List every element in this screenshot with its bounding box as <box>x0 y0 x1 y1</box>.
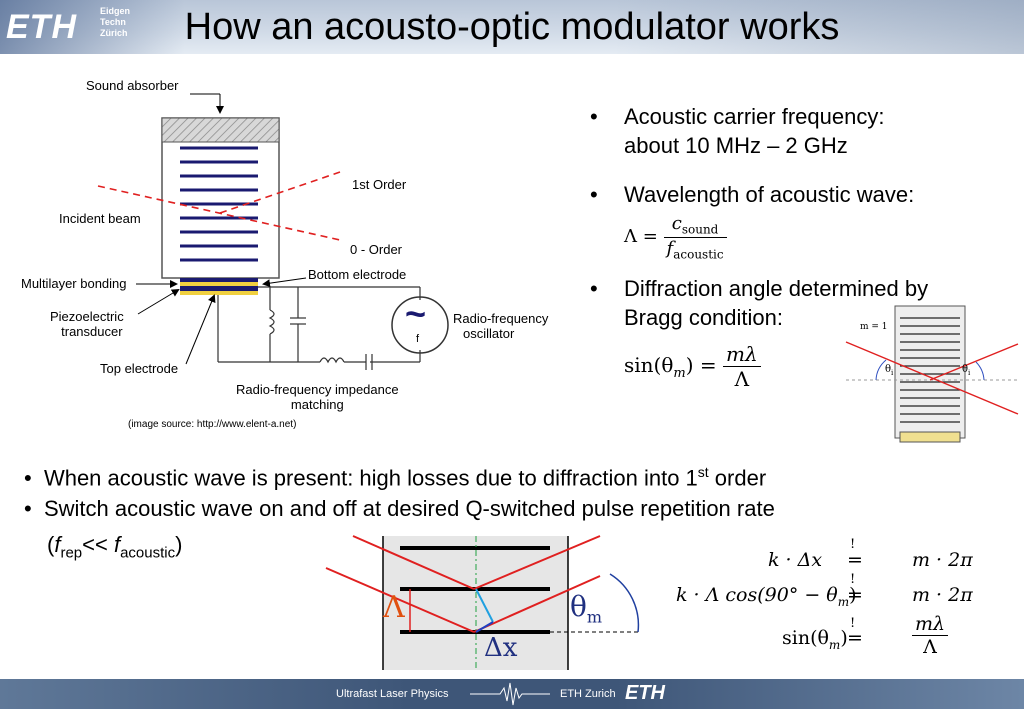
equation-2-rhs: m · 2π <box>912 584 973 606</box>
acoustic-wavefronts <box>180 146 258 262</box>
footer-eth-logo: ETH <box>625 682 665 704</box>
laser-beams <box>97 171 341 241</box>
label-top-electrode: Top electrode <box>100 361 179 376</box>
delta-x-label: Δx <box>484 633 518 663</box>
eth-logo-subtext: Eidgen Techn Zürich <box>100 6 131 38</box>
equation-sin-theta: sin(θm) <box>782 627 848 652</box>
bullet-high-losses: • When acoustic wave is present: high lo… <box>24 464 767 491</box>
theta-m-label: θm <box>570 590 603 627</box>
piezo-layer <box>180 286 258 291</box>
footer-banner: Ultrafast Laser Physics ETH Zurich ETH <box>0 679 1024 709</box>
rf-circuit <box>217 286 449 370</box>
bullet-acoustic-wavelength: • Wavelength of acoustic wave: <box>590 182 915 207</box>
equation-3-rhs: mλ Λ <box>912 613 949 658</box>
equation-acoustic-wavelength: Λ = csound facoustic <box>624 213 727 261</box>
label-sound-absorber: Sound absorber <box>86 78 179 93</box>
label-piezoelectric-transducer: Piezoelectric transducer <box>50 309 124 339</box>
equation-path-difference: k · Δx <box>768 549 823 571</box>
equation-1-rhs: m · 2π <box>912 549 973 571</box>
sound-absorber-block <box>161 117 280 143</box>
eq-3: = <box>847 627 863 649</box>
bullet-switch-acoustic-wave: • Switch acoustic wave on and off at des… <box>24 496 775 521</box>
bragg-small-theta-right: θi <box>962 364 971 377</box>
equation-bragg-cos: k · Λ cos(90° − θm) <box>676 584 857 609</box>
excl-3: ! <box>850 616 856 631</box>
label-first-order: 1st Order <box>352 177 407 192</box>
lambda-label: Λ <box>383 590 405 625</box>
label-rf-impedance-matching: Radio-frequency impedance matching <box>236 382 399 412</box>
image-source-caption: (image source: http://www.elent-a.net) <box>128 419 297 430</box>
header-background <box>0 0 1024 54</box>
eth-logo: ETH <box>6 8 77 46</box>
gold-layer-top <box>180 282 258 286</box>
label-pointers <box>136 93 307 365</box>
footer-pulse-icon <box>470 682 550 706</box>
eq-1: = <box>847 549 863 571</box>
oscillator-frequency-label: f <box>416 333 420 345</box>
oscillator-symbol: ~ <box>405 293 427 334</box>
footer-group-name: Ultrafast Laser Physics <box>336 688 449 700</box>
label-incident-beam: Incident beam <box>59 211 141 226</box>
bragg-small-order-label: m = 1 <box>860 322 888 332</box>
excl-1: ! <box>850 537 856 552</box>
bullet-carrier-frequency: • Acoustic carrier frequency: about 10 M… <box>590 104 885 158</box>
excl-2: ! <box>850 572 856 587</box>
bragg-small-theta-left: θi <box>885 364 894 377</box>
header-banner: ETH Eidgen Techn Zürich How an acousto-o… <box>0 0 1024 54</box>
label-rf-oscillator: Radio-frequency oscillator <box>453 311 549 341</box>
label-zero-order: 0 - Order <box>350 242 403 257</box>
eq-2: = <box>847 584 863 606</box>
label-multilayer-bonding: Multilayer bonding <box>21 276 127 291</box>
multilayer-bonding-layer <box>180 278 258 282</box>
footer-university: ETH Zurich <box>560 688 616 700</box>
aom-crystal <box>161 117 280 279</box>
label-bottom-electrode: Bottom electrode <box>308 267 407 282</box>
gold-layer-bottom <box>180 291 258 295</box>
slide-title: How an acousto-optic modulator works <box>184 6 840 48</box>
bullet-diffraction-angle: • Diffraction angle determined by Bragg … <box>590 276 929 330</box>
pulse-rate-condition: (frep<< facoustic) <box>47 532 183 562</box>
equation-bragg-condition: sin(θm) = mλ Λ <box>624 342 761 391</box>
